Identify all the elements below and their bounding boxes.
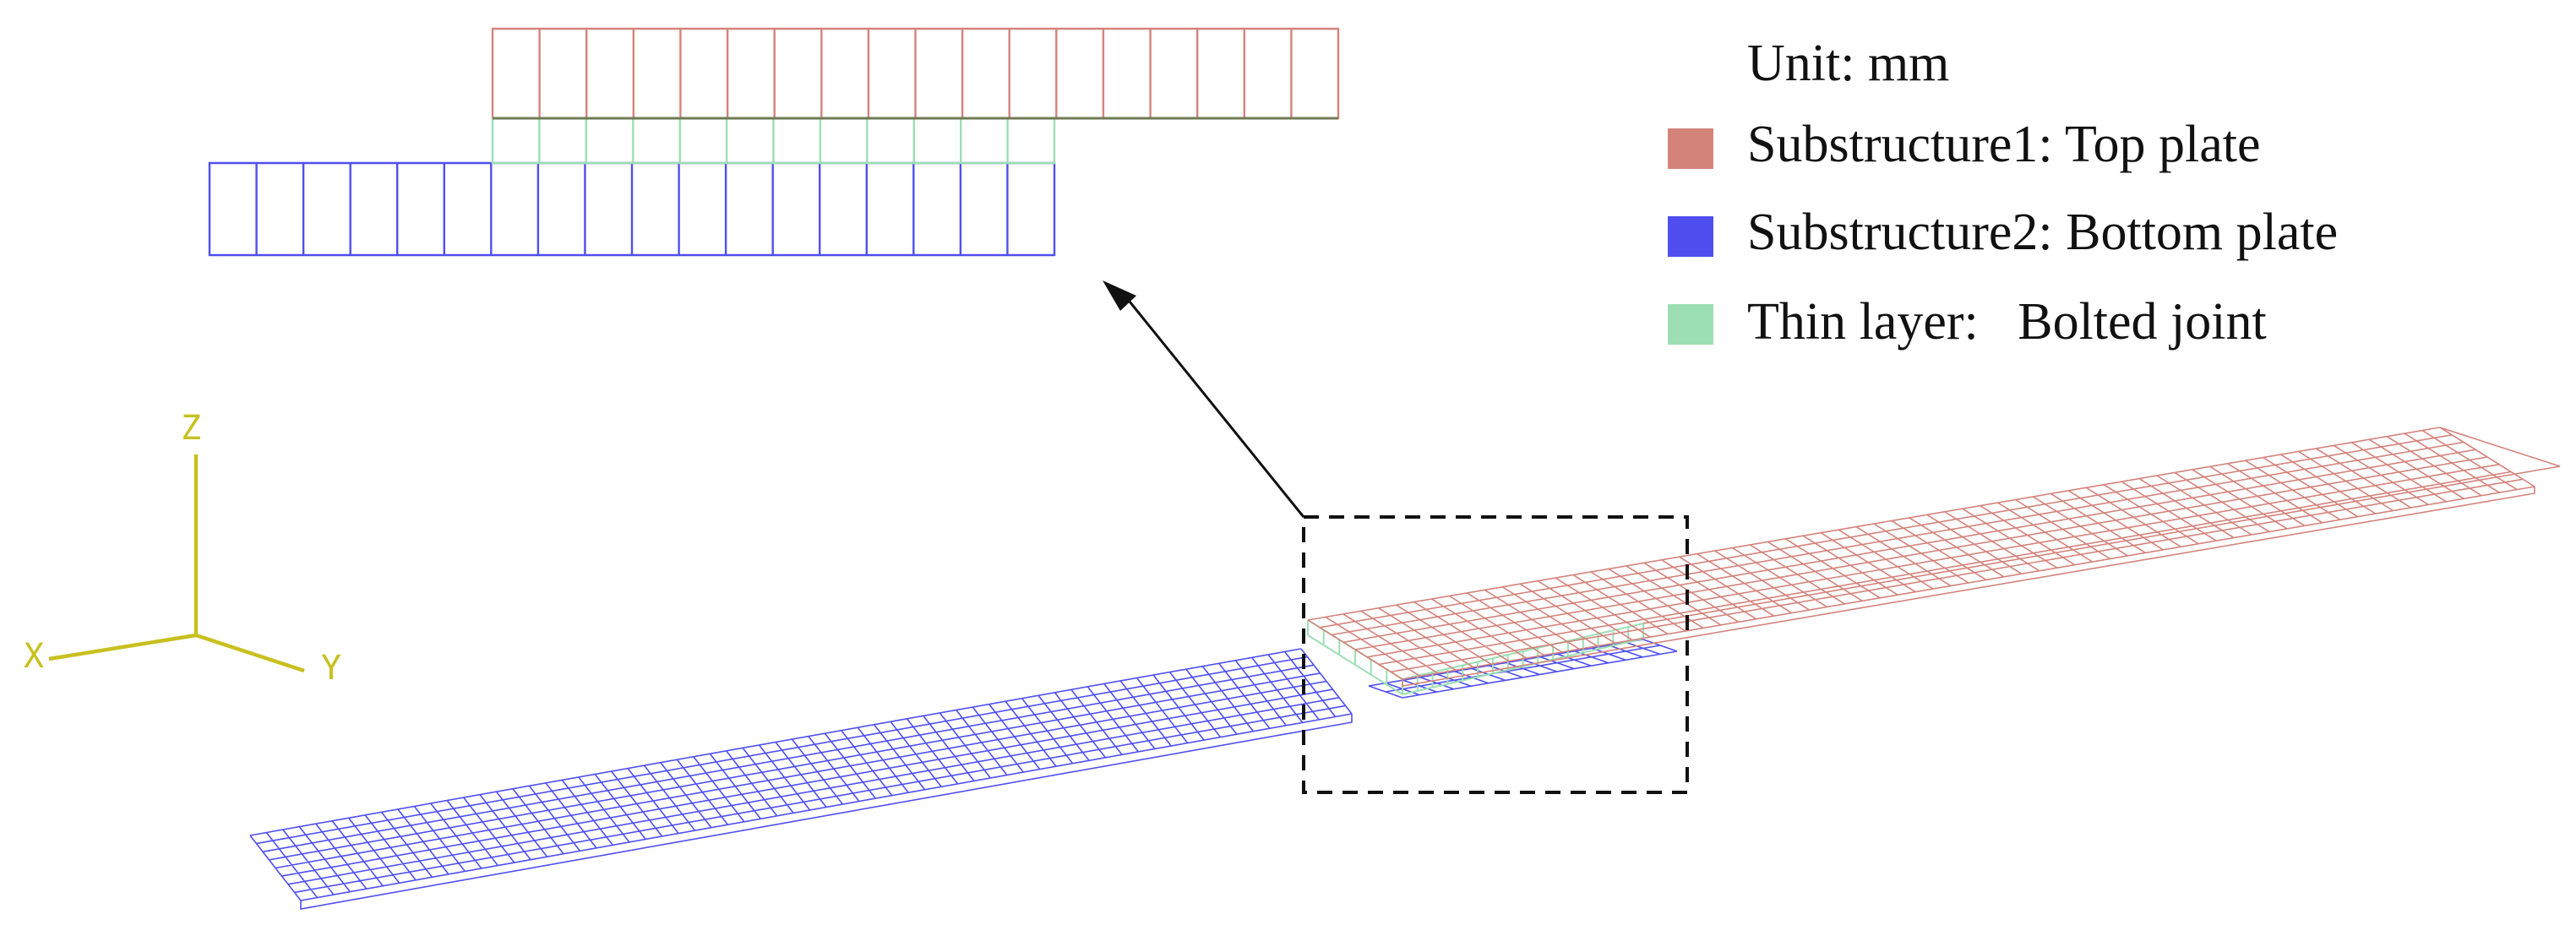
- zoom-arrow: [1103, 280, 1305, 518]
- bottom-plate-edge: [300, 714, 1353, 910]
- top-plate-outline: [1642, 427, 2561, 624]
- axis-x-label: X: [24, 637, 44, 676]
- detail-box: [1302, 515, 1689, 794]
- zoom-arrow-head: [1103, 280, 1136, 311]
- axis-x-line: [48, 633, 197, 661]
- legend-label-bottom-plate: Substructure2: Bottom plate: [1747, 204, 2339, 261]
- legend-swatch-top-plate: [1668, 128, 1713, 169]
- enlarged-cross-section: [208, 27, 1340, 257]
- legend-label-thin-layer: Thin layer: Bolted joint: [1747, 293, 2267, 351]
- zoom-arrow-line: [1125, 297, 1305, 518]
- top-plate-mesh: [1307, 427, 2535, 680]
- isometric-mesh: [249, 427, 2561, 910]
- section-bottom-plate: [208, 161, 1056, 257]
- section-thin-layer: [491, 117, 1056, 165]
- section-top-plate: [491, 27, 1340, 120]
- top-plate-edge: [1402, 487, 2535, 687]
- bottom-plate-mesh: [249, 648, 1353, 901]
- legend-swatch-thin-layer: [1668, 304, 1713, 345]
- detail-box-rect: [1302, 515, 1689, 794]
- coordinate-axes: Z X Y: [24, 409, 341, 688]
- axis-y-label: Y: [321, 649, 341, 688]
- unit-label: Unit: mm: [1747, 35, 1950, 92]
- axis-y-line: [195, 633, 305, 673]
- legend-label-top-plate: Substructure1: Top plate: [1747, 116, 2261, 173]
- axis-z-label: Z: [181, 409, 201, 448]
- legend-swatch-bottom-plate: [1668, 216, 1713, 257]
